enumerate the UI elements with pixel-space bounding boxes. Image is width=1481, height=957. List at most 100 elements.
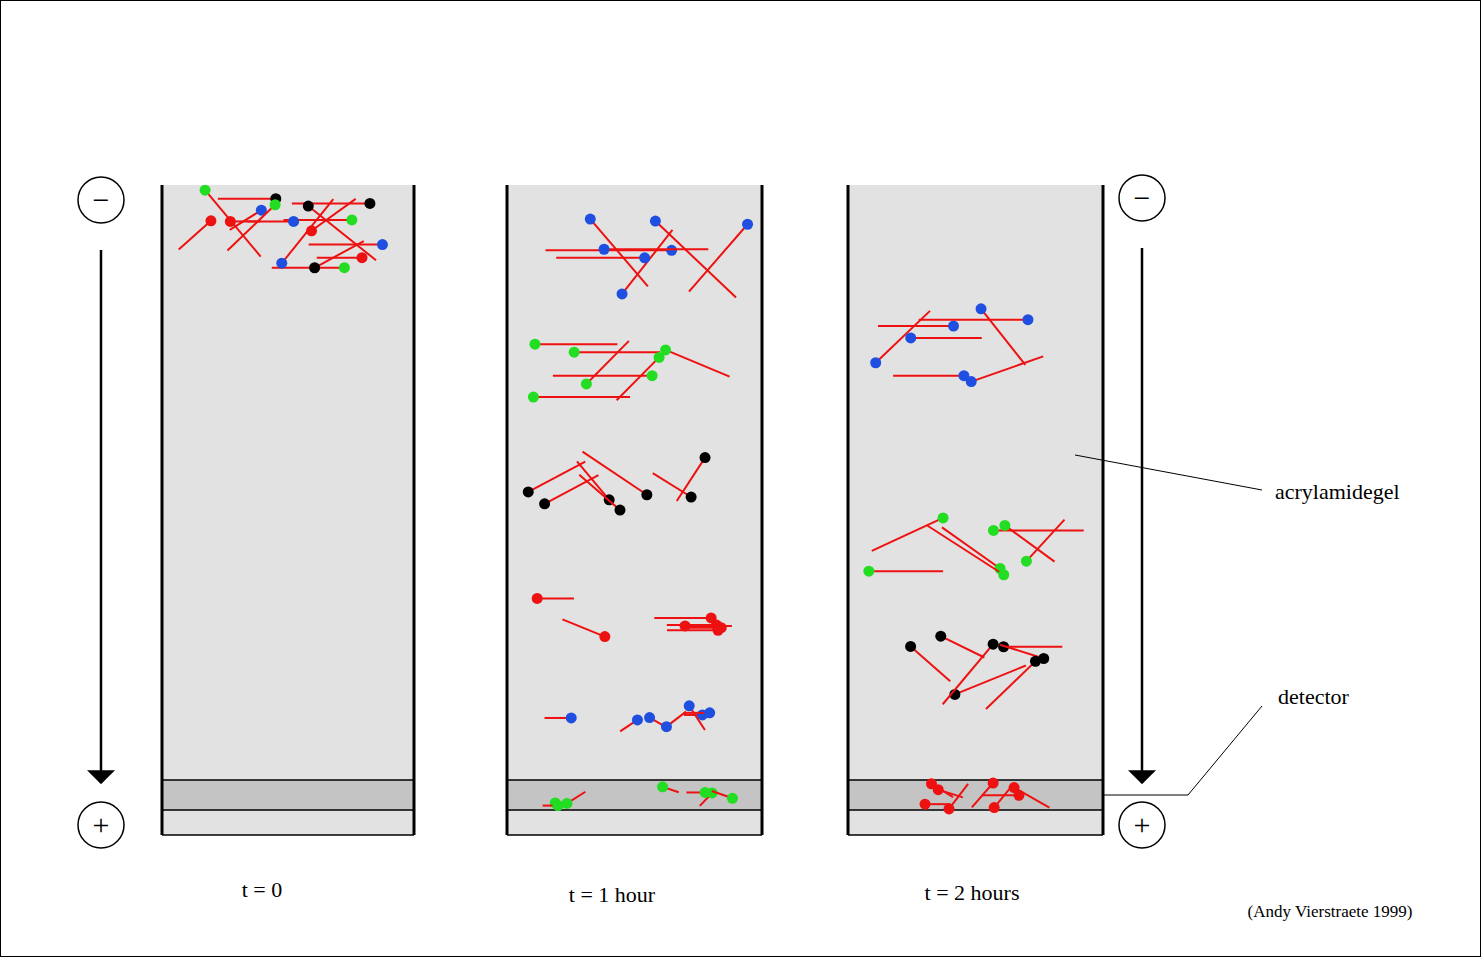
dna-fragment [653, 473, 691, 497]
detector-band [507, 780, 762, 810]
credit-note: (Andy Vierstraete 1999) [1248, 902, 1413, 922]
dna-fragment [617, 357, 659, 400]
dye-label [357, 252, 368, 263]
dna-fragment [666, 350, 730, 377]
dye-label [700, 452, 711, 463]
dye-label [585, 214, 596, 225]
gel-bottom [848, 834, 1103, 836]
dna-fragment [986, 661, 1036, 709]
dye-label [377, 239, 388, 250]
dna-fragment [943, 644, 993, 704]
dye-label [569, 347, 580, 358]
dna-fragment [654, 617, 711, 619]
dye-label [976, 303, 987, 314]
dye-label [530, 339, 541, 350]
terminal-sign: − [77, 176, 125, 224]
dye-label [632, 714, 643, 725]
dna-fragment [869, 570, 943, 572]
dna-fragment [582, 452, 646, 495]
dye-label [309, 262, 320, 273]
dna-fragment [537, 597, 574, 599]
dye-label [523, 486, 534, 497]
detector-label: detector [1278, 684, 1349, 710]
gel-wall [847, 185, 850, 835]
dna-fragment [677, 458, 705, 501]
dna-fragment [872, 518, 943, 551]
dye-label [552, 800, 563, 811]
electrode-terminal: + [77, 801, 125, 849]
gel-bottom [507, 834, 762, 836]
gel-wall [1102, 185, 1105, 835]
dye-label [863, 566, 874, 577]
dye-label [346, 214, 357, 225]
dye-label [303, 201, 314, 212]
dye-label [938, 512, 949, 523]
dye-label [1022, 314, 1033, 325]
dye-label [364, 198, 375, 209]
leader-line [1103, 706, 1262, 795]
dna-fragment [911, 337, 982, 339]
dna-fragment [533, 396, 630, 398]
dye-label [988, 778, 999, 789]
dye-label [200, 185, 211, 196]
dye-label [599, 631, 610, 642]
dna-fragment [667, 624, 717, 626]
dna-fragment [227, 205, 275, 251]
dna-fragment [179, 221, 211, 250]
dye-label [935, 631, 946, 642]
dye-label [999, 520, 1010, 531]
dye-label [920, 799, 931, 810]
time-label: t = 0 [242, 877, 283, 903]
gel-wall [761, 185, 764, 835]
dye-label [742, 219, 753, 230]
leader-line [1075, 455, 1262, 490]
dye-label [666, 245, 677, 256]
dye-label [641, 489, 652, 500]
dna-fragment [1004, 646, 1063, 648]
dye-label [661, 721, 672, 732]
dna-fragment [655, 221, 736, 297]
dye-label [704, 707, 715, 718]
dye-label [657, 781, 668, 792]
dye-label [686, 492, 697, 503]
dna-fragment [528, 462, 585, 492]
gel-wall [413, 185, 416, 835]
dye-label [288, 216, 299, 227]
dna-fragment [1014, 788, 1049, 808]
dna-fragment [562, 619, 604, 636]
terminal-sign: + [77, 801, 125, 849]
dye-label [926, 778, 937, 789]
dye-label [988, 639, 999, 650]
time-label: t = 2 hours [925, 880, 1020, 906]
acrylamide-gel [162, 185, 414, 835]
dye-label [599, 244, 610, 255]
dye-label [958, 370, 969, 381]
dye-label [644, 712, 655, 723]
dye-label [989, 802, 1000, 813]
dye-label [713, 625, 724, 636]
dna-fragment [553, 375, 652, 377]
dye-label [339, 262, 350, 273]
dye-label [700, 787, 711, 798]
dye-label [727, 793, 738, 804]
dye-label [532, 593, 543, 604]
dye-label [614, 505, 625, 516]
dye-label [566, 712, 577, 723]
dye-label [905, 332, 916, 343]
dna-fragment [282, 199, 334, 263]
dye-label [225, 216, 236, 227]
dye-label [1021, 556, 1032, 567]
electrode-terminal: − [1118, 174, 1166, 222]
dna-fragment [941, 636, 985, 657]
dna-fragment [926, 525, 1003, 575]
dna-fragment [919, 319, 1028, 321]
dna-fragment [1005, 525, 1055, 561]
dna-fragment [315, 241, 364, 268]
dye-label [270, 199, 281, 210]
gel-bottom [162, 834, 414, 836]
terminal-sign: + [1118, 801, 1166, 849]
dye-label [905, 641, 916, 652]
